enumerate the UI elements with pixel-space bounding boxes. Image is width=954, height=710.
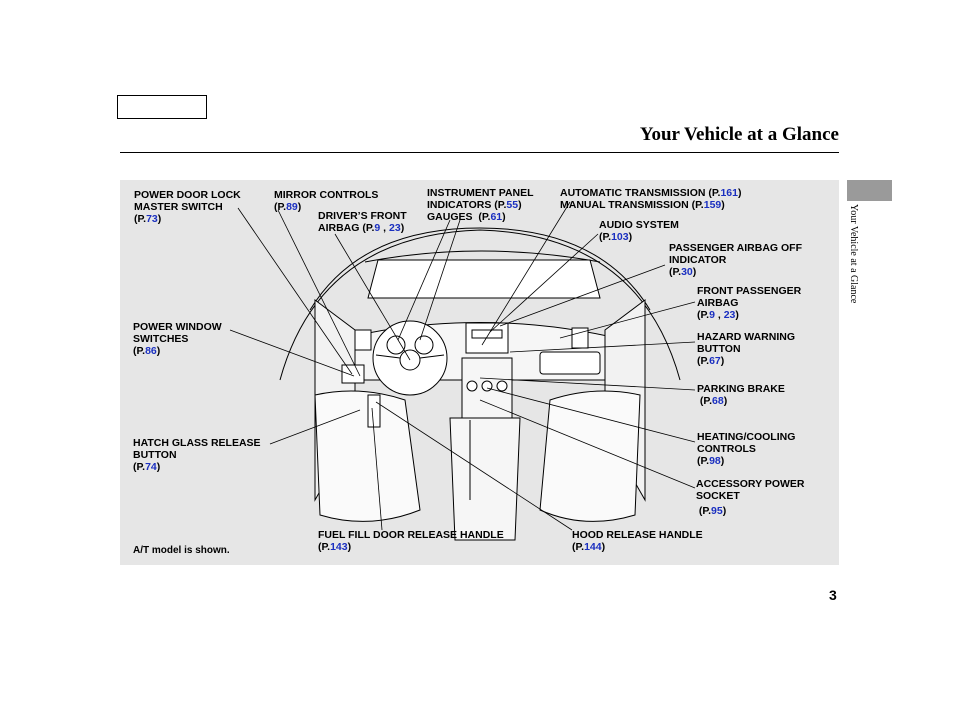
glove-box <box>539 351 601 375</box>
page-link[interactable]: 67 <box>709 355 721 367</box>
leader-front-passenger-airbag <box>559 301 696 339</box>
label-passenger-airbag-off: PASSENGER AIRBAG OFF INDICATOR (P.30) <box>669 242 803 278</box>
driver-seat <box>314 390 421 522</box>
page-link[interactable]: 161 <box>720 187 738 199</box>
window-switch-panel <box>341 364 365 384</box>
leader-hood-release <box>375 401 573 531</box>
roof-inner <box>364 250 601 263</box>
page-link[interactable]: 89 <box>286 201 298 213</box>
label-hood-release: HOOD RELEASE HANDLE (P.144) <box>572 529 703 553</box>
dash-vent-left <box>354 329 372 351</box>
rear-window <box>367 259 601 299</box>
page-link[interactable]: 9 <box>709 309 715 321</box>
page-link[interactable]: 9 <box>374 222 381 234</box>
page-link[interactable]: 95 <box>711 505 723 517</box>
leader-mirror <box>277 209 361 377</box>
page-number: 3 <box>829 587 837 603</box>
label-front-passenger-airbag: FRONT PASSENGER AIRBAG (P.9 , 23) <box>697 285 802 321</box>
label-drivers-airbag: DRIVER’S FRONT AIRBAG (P.9 , 23) <box>318 210 407 234</box>
section-tab[interactable] <box>847 180 892 201</box>
contents-box[interactable] <box>117 95 207 119</box>
label-mirror-controls: MIRROR CONTROLS (P.89) <box>274 189 379 213</box>
page-link[interactable]: 159 <box>703 199 722 211</box>
windshield-outline <box>309 227 651 311</box>
model-note: A/T model is shown. <box>133 545 230 556</box>
label-accessory-power: ACCESSORY POWER SOCKET (P.95) <box>696 478 805 517</box>
page-link[interactable]: 143 <box>330 541 348 553</box>
climate-knob-left <box>466 380 478 392</box>
page-link[interactable]: 30 <box>681 266 693 278</box>
hood-release <box>367 394 381 428</box>
page-link[interactable]: 103 <box>611 231 629 243</box>
label-hatch-glass: HATCH GLASS RELEASE BUTTON (P.74) <box>133 437 261 473</box>
page-title: Your Vehicle at a Glance <box>639 124 839 145</box>
dashboard-illustration <box>229 201 696 541</box>
tachometer <box>386 335 406 355</box>
label-heating-cooling: HEATING/COOLING CONTROLS (P.98) <box>697 431 796 467</box>
steering-hub <box>399 349 421 371</box>
leader-power-door-lock <box>237 207 353 375</box>
front-floor-console <box>449 417 521 541</box>
page-link[interactable]: 86 <box>145 345 157 357</box>
label-audio-system: AUDIO SYSTEM (P.103) <box>599 219 679 243</box>
page-link[interactable]: 73 <box>146 213 158 225</box>
leader-hazard <box>509 341 696 353</box>
label-fuel-fill: FUEL FILL DOOR RELEASE HANDLE (P.143) <box>318 529 504 553</box>
leader-passenger-airbag-off <box>499 264 666 327</box>
label-instrument-panel: INSTRUMENT PANEL INDICATORS (P.55) GAUGE… <box>427 187 534 223</box>
climate-knob-mid <box>481 380 493 392</box>
climate-knob-right <box>496 380 508 392</box>
label-power-window: POWER WINDOW SWITCHES (P.86) <box>133 321 222 357</box>
leader-fuel-fill <box>371 407 383 531</box>
page-link[interactable]: 74 <box>145 461 157 473</box>
label-power-door-lock: POWER DOOR LOCK MASTER SWITCH (P.73) <box>134 189 241 225</box>
leader-transmission <box>481 201 571 346</box>
speedometer <box>414 335 434 355</box>
page-link[interactable]: 98 <box>709 455 721 467</box>
label-hazard: HAZARD WARNING BUTTON (P.67) <box>697 331 795 367</box>
leader-hatch-glass <box>269 409 361 445</box>
leader-drivers-airbag <box>334 233 411 361</box>
page-link[interactable]: 68 <box>712 395 724 407</box>
page-link[interactable]: 144 <box>584 541 602 553</box>
page-link[interactable]: 23 <box>723 309 736 321</box>
page-link[interactable]: 55 <box>506 199 519 211</box>
leader-accessory-power <box>479 399 696 489</box>
leader-power-window <box>229 329 355 377</box>
leader-instrument-panel <box>419 219 461 341</box>
leader-instrument-gauges <box>397 219 451 341</box>
dashboard-diagram: POWER DOOR LOCK MASTER SWITCH (P.73) MIR… <box>120 180 839 565</box>
section-tab-label: Your Vehicle at a Glance <box>848 204 859 304</box>
leader-parking-brake <box>479 377 696 391</box>
steering-wheel <box>372 320 448 396</box>
label-transmission: AUTOMATIC TRANSMISSION (P.161) MANUAL TR… <box>560 187 742 211</box>
page-link[interactable]: 23 <box>389 222 401 234</box>
label-parking-brake: PARKING BRAKE (P.68) <box>697 383 785 407</box>
title-rule <box>120 152 839 153</box>
page-link[interactable]: 61 <box>490 211 503 223</box>
passenger-seat <box>539 390 641 522</box>
leader-heating-cooling <box>486 387 696 443</box>
leader-audio <box>489 233 599 333</box>
